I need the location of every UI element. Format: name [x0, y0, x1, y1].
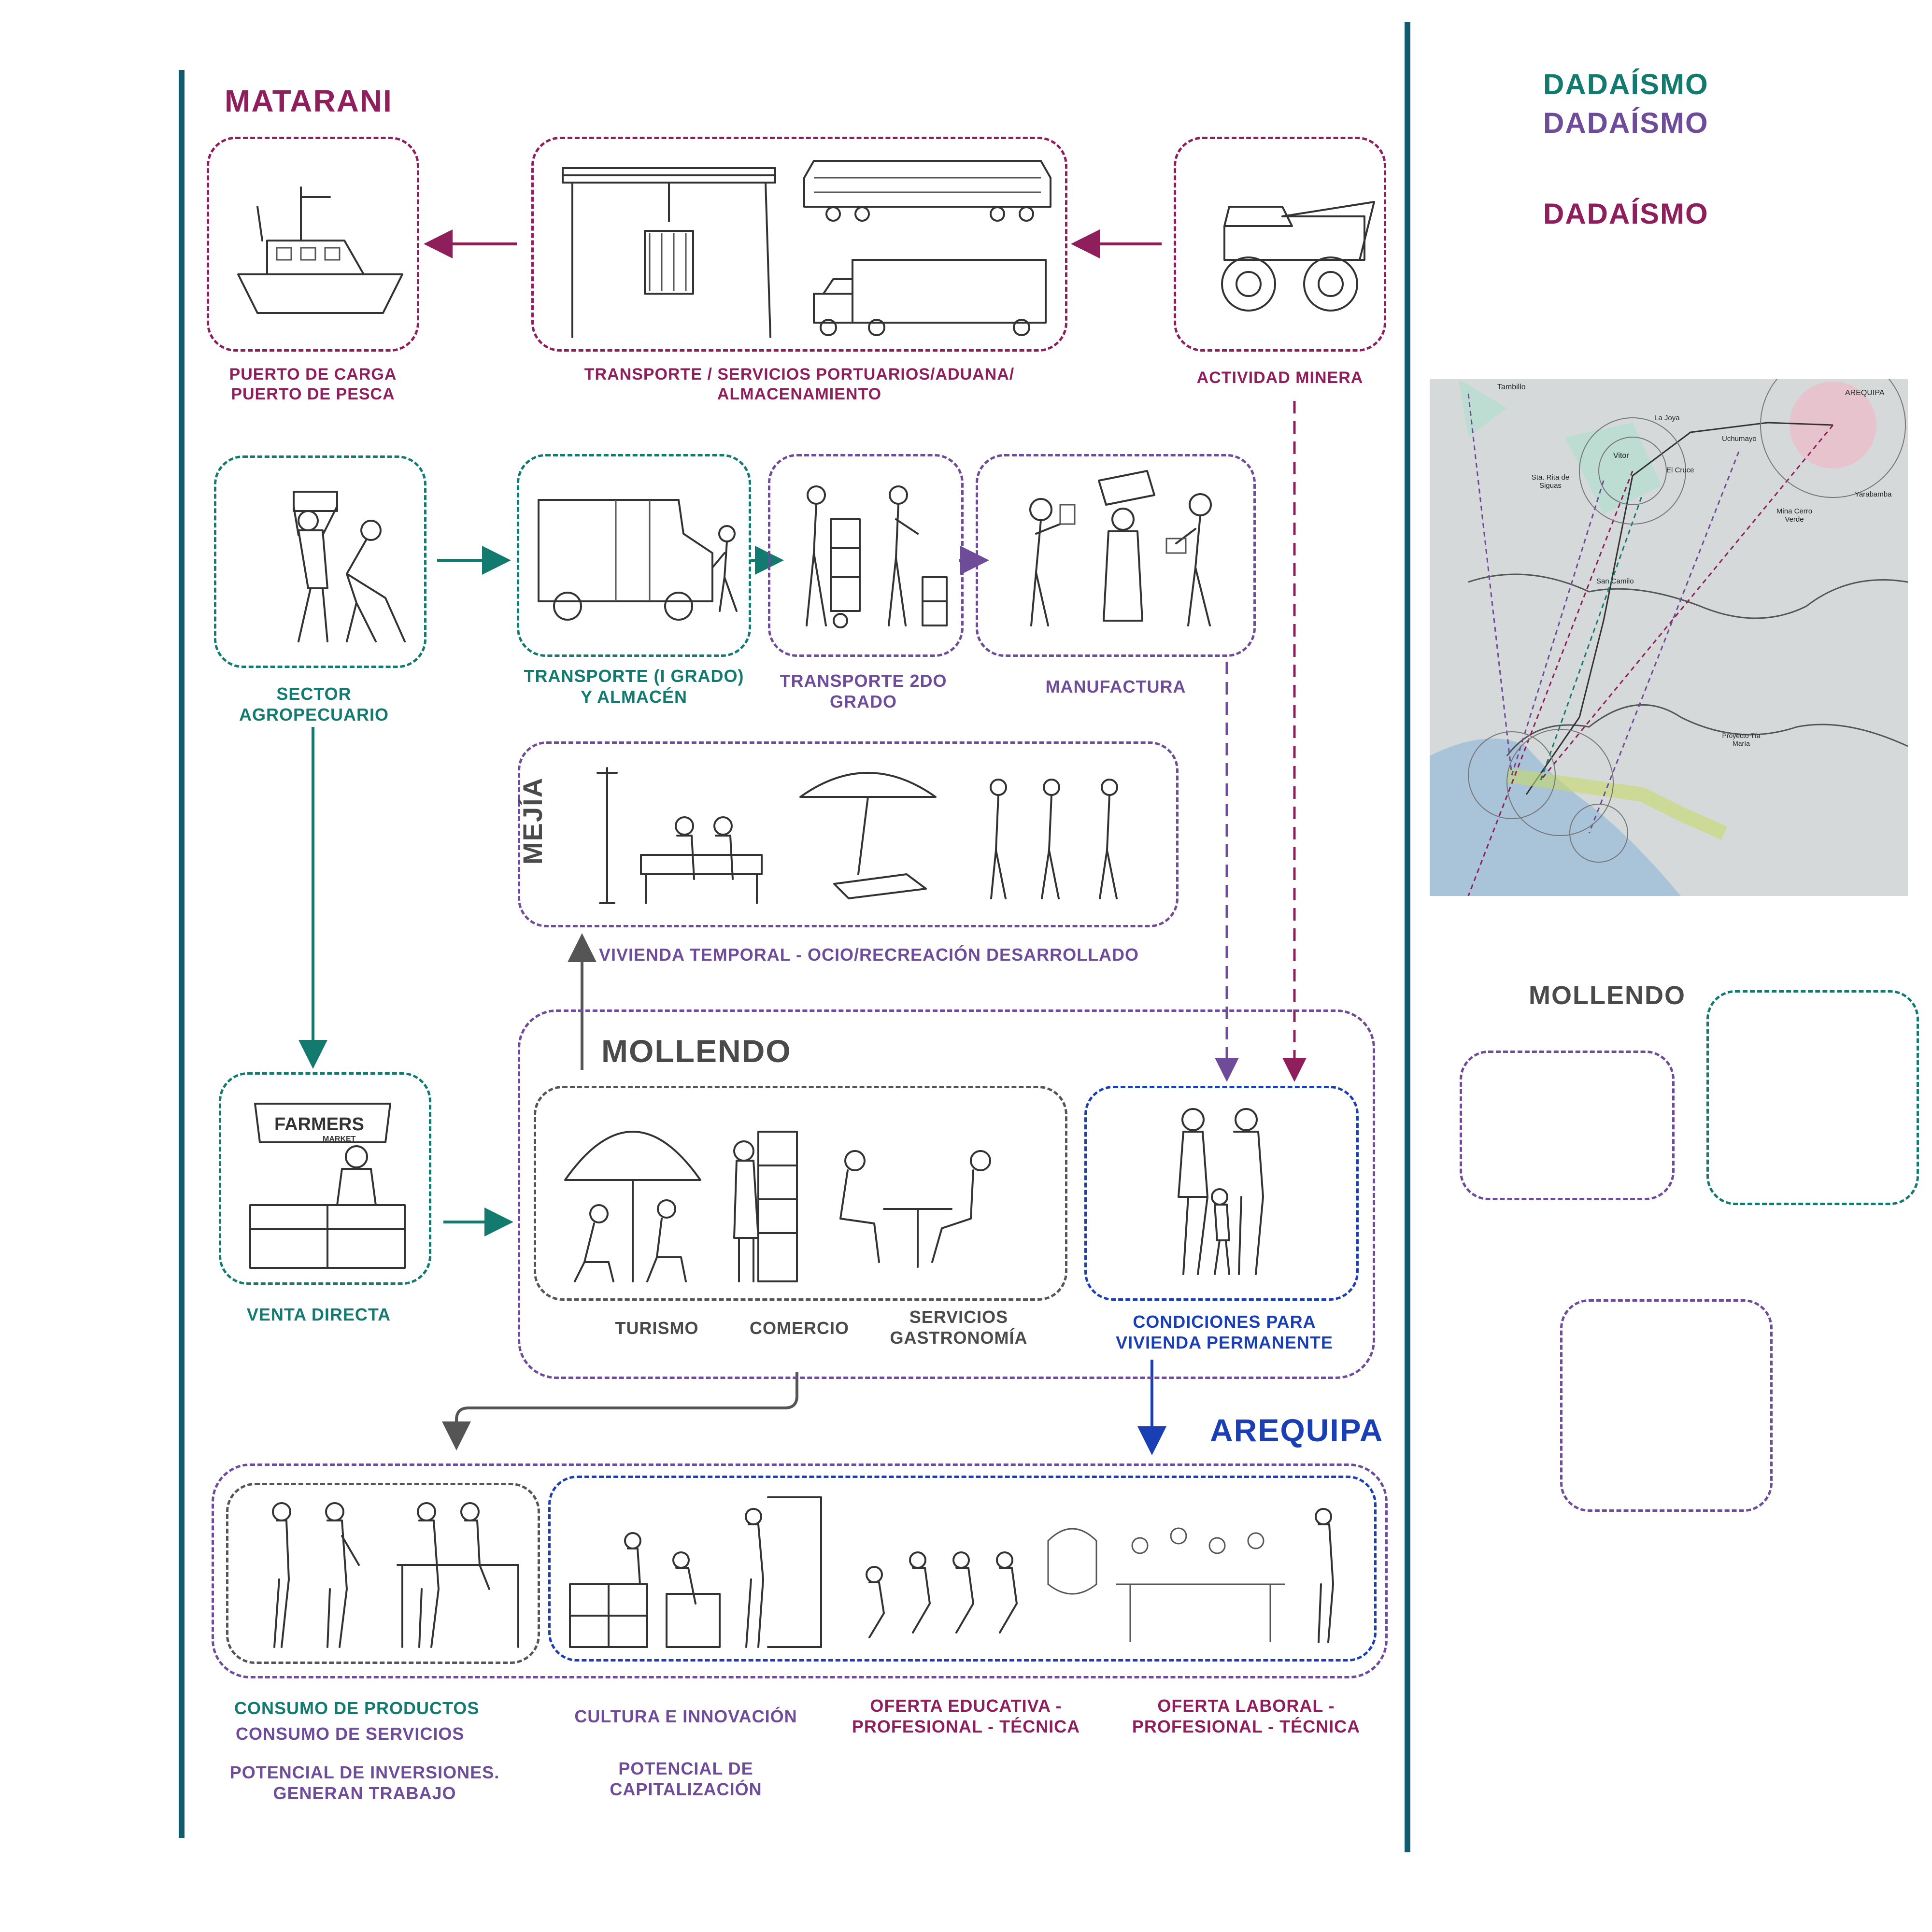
label-vivienda-temporal: VIVIENDA TEMPORAL - OCIO/RECREACIÓN DESA… — [599, 945, 1139, 965]
map-label-sta-rita: Sta. Rita de Siguas — [1531, 473, 1570, 490]
dolly-workers-icon — [806, 485, 948, 628]
label-cultura: CULTURA E INNOVACIÓN — [574, 1706, 797, 1726]
box-venta-directa: FARMERS MARKET — [219, 1072, 431, 1285]
label-oferta-educativa: OFERTA EDUCATIVA - PROFESIONAL - TÉCNICA — [852, 1696, 1080, 1737]
label-potencial-inversiones: POTENCIAL DE INVERSIONES. GENERAN TRABAJ… — [229, 1762, 500, 1804]
leisure-scene-icon — [597, 767, 1118, 904]
box-transporte-2 — [768, 454, 964, 657]
label-transporte-portuario: TRANSPORTE / SERVICIOS PORTUARIOS/ADUANA… — [584, 365, 1015, 403]
legend-item-purple: DADAÍSMO — [1543, 107, 1709, 139]
box-mejia — [518, 741, 1179, 927]
box-transporte-portuario — [531, 137, 1067, 352]
box-consumo — [226, 1483, 540, 1664]
map-label-el-cruce: El Cruce — [1666, 466, 1694, 474]
box-arequipa — [212, 1463, 1388, 1678]
label-puerto: PUERTO DE CARGA PUERTO DE PESCA — [229, 365, 397, 403]
label-comercio: COMERCIO — [750, 1318, 849, 1338]
map-label-san-camilo: San Camilo — [1596, 577, 1634, 585]
heading-matarani: MATARANI — [225, 84, 393, 118]
heading-arequipa: AREQUIPA — [1210, 1412, 1384, 1448]
label-potencial-capitalizacion: POTENCIAL DE CAPITALIZACIÓN — [610, 1759, 762, 1800]
box-transporte-1 — [517, 454, 751, 657]
map-drawing — [1430, 379, 1908, 896]
label-transporte-1: TRANSPORTE (I GRADO) Y ALMACÉN — [524, 666, 744, 707]
map-label-tia-maria: Proyecto Tía María — [1722, 732, 1761, 747]
crane-truck-train-icon — [562, 160, 1051, 338]
box-actividad-minera — [1174, 137, 1386, 352]
legend-box-teal — [1706, 990, 1919, 1205]
van-icon — [538, 499, 738, 621]
map-label-vitor: Vitor — [1613, 452, 1629, 460]
label-condiciones: CONDICIONES PARA VIVIENDA PERMANENTE — [1116, 1312, 1333, 1353]
legend-item-magenta: DADAÍSMO — [1543, 198, 1709, 230]
region-map: Tambillo AREQUIPA La Joya Uchumayo Vitor… — [1430, 379, 1908, 896]
family-icon — [1178, 1108, 1264, 1275]
manufacture-workers-icon — [1029, 470, 1212, 626]
farmers-banner-text: FARMERS — [274, 1114, 364, 1135]
boat-icon — [237, 186, 403, 314]
legend-mollendo: MOLLENDO — [1529, 981, 1686, 1010]
label-actividad-minera: ACTIVIDAD MINERA — [1196, 369, 1364, 387]
consumers-icon — [272, 1502, 519, 1648]
map-label-la-joya: La Joya — [1654, 414, 1680, 422]
heading-mollendo: MOLLENDO — [601, 1033, 792, 1069]
legend-item-teal: DADAÍSMO — [1543, 68, 1709, 100]
right-divider-line — [1405, 22, 1410, 1852]
box-sector-agropecuario — [214, 455, 426, 668]
left-divider-line — [179, 70, 185, 1838]
box-condiciones — [1084, 1086, 1359, 1301]
label-manufactura: MANUFACTURA — [1045, 677, 1186, 696]
map-label-cerro-verde: Mina Cerro Verde — [1776, 507, 1813, 524]
map-label-arequipa: AREQUIPA — [1845, 389, 1885, 397]
label-sector-agropecuario: SECTOR AGROPECUARIO — [239, 684, 389, 725]
workplace-scene-icon — [569, 1496, 1334, 1648]
label-oferta-laboral: OFERTA LABORAL - PROFESIONAL - TÉCNICA — [1132, 1696, 1361, 1737]
label-consumo-servicios: CONSUMO DE SERVICIOS — [236, 1724, 465, 1744]
label-consumo-productos: CONSUMO DE PRODUCTOS — [234, 1698, 480, 1718]
farmers-banner-subtext: MARKET — [323, 1135, 356, 1143]
box-mollendo — [518, 1009, 1375, 1379]
label-turismo: TURISMO — [615, 1318, 699, 1338]
map-label-tambillo: Tambillo — [1497, 383, 1526, 391]
box-puerto — [207, 137, 419, 352]
farmers-icon — [293, 491, 406, 642]
box-manufactura — [976, 454, 1256, 657]
box-mollendo-services — [534, 1086, 1067, 1301]
mining-truck-icon — [1221, 201, 1375, 312]
cafe-scene-icon — [564, 1131, 991, 1282]
market-stall-icon: FARMERS MARKET — [249, 1103, 406, 1269]
legend-box-purple-2 — [1560, 1299, 1773, 1512]
arrow-comercio-to-consumo — [442, 1372, 798, 1450]
label-servicios: SERVICIOS GASTRONOMÍA — [890, 1307, 1028, 1348]
box-cultura-oferta — [548, 1476, 1377, 1662]
label-transporte-2: TRANSPORTE 2DO GRADO — [780, 671, 947, 712]
legend-box-purple-1 — [1460, 1051, 1675, 1200]
map-label-yarabamba: Yarabamba — [1855, 490, 1892, 498]
label-venta-directa: VENTA DIRECTA — [246, 1305, 391, 1324]
map-label-uchumayo: Uchumayo — [1722, 435, 1757, 443]
